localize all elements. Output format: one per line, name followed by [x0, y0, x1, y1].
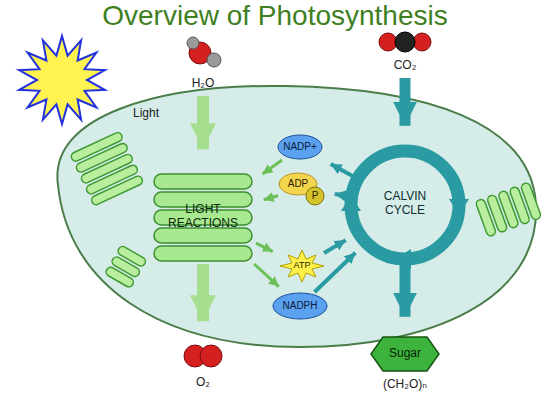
node-text: Sugar	[369, 346, 441, 360]
thylakoid	[90, 175, 144, 206]
granum	[70, 131, 144, 206]
node-text: NADP+	[277, 141, 323, 153]
node-text: LIGHT REACTIONS	[158, 202, 248, 231]
node-art-part	[273, 293, 327, 319]
node-text: (CH₂O)ₙ	[369, 377, 441, 391]
nadph-oval: NADPH	[272, 292, 328, 320]
node-art-part	[200, 345, 222, 367]
sugar-hexagon: Sugar (CH₂O)ₙ	[369, 336, 441, 398]
connector-arrow	[324, 240, 346, 253]
connector-arrow	[335, 194, 346, 196]
granum	[475, 182, 542, 237]
node-art-part	[306, 187, 324, 205]
connector-arrow	[264, 196, 278, 200]
thylakoid	[105, 266, 135, 289]
light-label: Light	[126, 106, 166, 120]
node-text: O₂	[177, 375, 229, 389]
granum	[105, 245, 147, 289]
connector-arrow	[256, 243, 273, 251]
atp-star: ATP	[280, 250, 324, 282]
thylakoid-stacks	[70, 131, 542, 288]
node-art-part	[413, 33, 431, 51]
connector-arrow	[197, 264, 209, 321]
connector-arrow	[331, 164, 353, 176]
sun-icon	[19, 36, 105, 124]
connector-arrow	[315, 253, 356, 292]
node-text: NADPH	[272, 300, 328, 312]
thylakoid	[475, 198, 496, 237]
oxygen-molecule: O₂	[177, 342, 229, 396]
chloroplast-outline	[57, 86, 536, 347]
node-art-part	[207, 53, 221, 67]
sun-shape	[19, 36, 105, 124]
connector-arrow	[400, 265, 411, 317]
nadp-oval: NADP+	[277, 134, 323, 160]
node-text: CALVIN CYCLE	[365, 189, 445, 218]
node-art-part	[154, 246, 252, 261]
diagram-title: Overview of Photosynthesis	[0, 0, 550, 32]
node-art-part	[187, 37, 199, 49]
node-art-part	[395, 32, 415, 52]
node-art-part	[351, 151, 459, 259]
node-art-part	[278, 135, 322, 159]
node-art-part	[280, 250, 324, 282]
node-text: H₂O	[176, 76, 230, 90]
water-molecule: H₂O	[176, 38, 230, 96]
connector-arrow	[400, 78, 411, 126]
adp-molecule: ADPP	[278, 172, 326, 206]
connector-arrow	[263, 160, 283, 174]
node-text: P	[309, 190, 321, 202]
node-art-part	[379, 33, 397, 51]
light-reactions-stack: LIGHT REACTIONS	[150, 170, 256, 264]
node-art-part	[449, 199, 469, 215]
calvin-cycle-ring: CALVIN CYCLE	[343, 143, 467, 267]
co2-molecule: CO₂	[374, 28, 436, 78]
node-text: CO₂	[374, 58, 436, 72]
node-text: ADP	[280, 178, 316, 190]
connector-arrow	[197, 96, 209, 149]
node-art-part	[395, 249, 411, 269]
node-art-part	[154, 174, 252, 189]
node-art-part	[341, 195, 361, 211]
node-text: ATP	[280, 260, 324, 271]
connector-arrow	[254, 264, 279, 287]
